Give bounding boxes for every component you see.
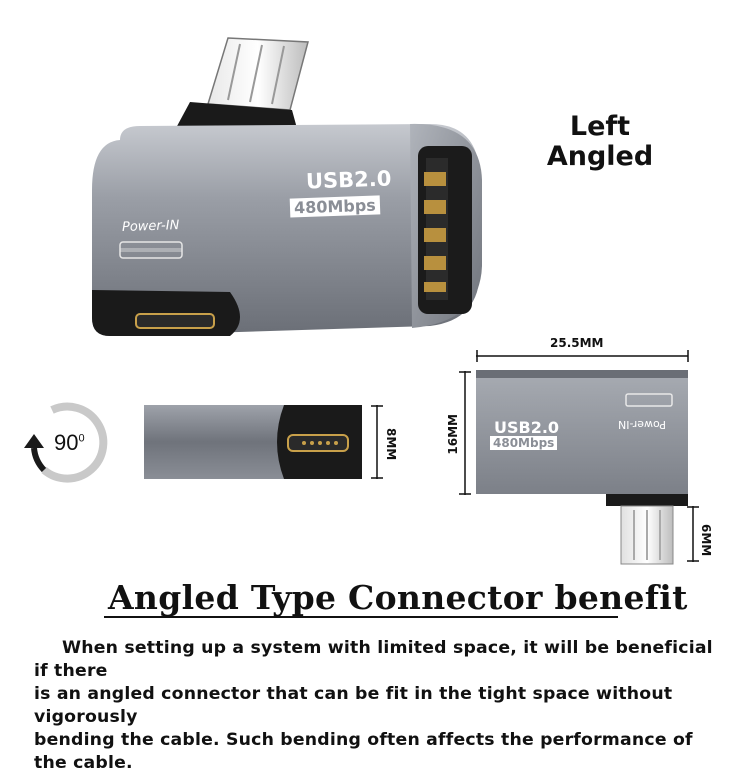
front-usb-version-label: USB2.0 [494, 418, 560, 437]
height-dimension: 16MM [446, 414, 460, 455]
benefit-line-1: When setting up a system with limited sp… [34, 637, 724, 683]
usb-a-gold-pins [424, 172, 446, 292]
benefit-line-1-text: When setting up a system with limited sp… [34, 638, 713, 681]
micro-usb-plug [207, 37, 309, 111]
power-in-label: Power-IN [121, 218, 180, 235]
speed-label: 480Mbps [289, 195, 381, 218]
width-dimension-line [476, 350, 689, 362]
benefit-line-3: bending the cable. Such bending often af… [34, 730, 693, 773]
thickness-dimension: 8MM [384, 428, 398, 461]
angle-heading: Left Angled [520, 112, 680, 172]
adapter-body [92, 124, 480, 336]
adapter-front-view [476, 370, 688, 565]
benefit-paragraph: When setting up a system with limited sp… [34, 637, 724, 775]
front-power-in-label: Power-IN [618, 418, 666, 431]
rotation-degree: 900 [54, 430, 85, 456]
width-dimension: 25.5MM [550, 336, 604, 350]
front-speed-label: 480Mbps [490, 436, 558, 450]
angle-heading-line1: Left [569, 111, 631, 142]
adapter-main-image [92, 37, 482, 336]
rotation-unit: 0 [78, 432, 85, 445]
micro-usb-port [135, 313, 215, 329]
height-dimension-line [459, 371, 471, 495]
title-underline [104, 616, 618, 618]
rotation-arrow-icon [24, 402, 108, 483]
benefit-line-2: is an angled connector that can be fit i… [34, 684, 673, 727]
thickness-dimension-line [371, 405, 383, 479]
plug-dimension: 6MM [699, 524, 713, 557]
plug-dimension-line [687, 506, 699, 562]
adapter-side-view [144, 405, 362, 479]
angle-heading-line2: Angled [546, 141, 654, 172]
rotation-value: 90 [54, 430, 79, 455]
usb-version-label: USB2.0 [305, 166, 392, 194]
benefit-title: Angled Type Connector benefit [108, 578, 688, 617]
